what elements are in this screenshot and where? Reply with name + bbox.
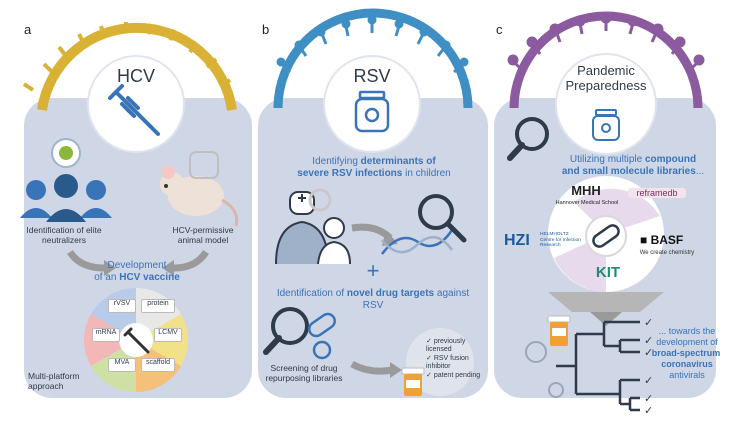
medicine-bottle-icon-b	[354, 90, 390, 133]
mouse-icon	[160, 151, 239, 227]
svg-text:✓: ✓	[644, 375, 653, 387]
targets-bold: novel drug targets	[346, 288, 435, 299]
check-marks: ✓✓✓ ✓✓✓	[644, 317, 653, 417]
mhh-logo: MHH	[571, 183, 601, 198]
phylogenetic-tree-icon	[556, 320, 640, 412]
reframe-logo: reframedb	[628, 188, 686, 199]
panel-a-background	[24, 98, 252, 398]
towards-line4: coronavirus	[661, 359, 713, 369]
identifying-line2: severe RSV infections in children	[274, 168, 474, 180]
panel-b-title-circle	[323, 55, 421, 153]
checklist-item-2: ✓ RSV fusion inhibitor	[426, 354, 469, 371]
coronavirus-icons	[525, 341, 564, 398]
dna-magnifier-icon	[381, 194, 467, 255]
screening-label: Screening of drug repurposing libraries	[265, 363, 343, 383]
magnifier-icon-c	[507, 117, 549, 161]
targets-suffix: against	[434, 288, 470, 299]
hcv-envelope-icon	[37, 22, 237, 111]
utilizing-prefix: Utilizing multiple	[569, 154, 645, 165]
hcv-spikes-icon	[22, 22, 232, 92]
towards-line5: antivirals	[669, 370, 705, 380]
platform-lcmv: LCMV	[154, 328, 182, 342]
rsv-envelope-icon	[273, 8, 473, 109]
utilizing-line1: Utilizing multiple compound	[550, 154, 716, 166]
panel-c-title-circle	[555, 53, 657, 155]
svg-text:✓: ✓	[644, 405, 653, 417]
towards-line2: development of	[656, 337, 718, 347]
utilizing-bold1: compound	[644, 154, 697, 165]
kit-logo: KIT	[595, 264, 621, 281]
development-prefix: of an	[94, 272, 120, 283]
rsv-spikes-icon	[276, 15, 469, 74]
identifying-line1: Identifying determinants of	[274, 156, 474, 168]
doctor-child-icon	[275, 191, 351, 265]
plus-sign: +	[366, 258, 380, 283]
development-line1: Development	[107, 260, 167, 271]
basf-logo: ■ BASF	[640, 233, 684, 247]
panel-b-title: RSV	[353, 66, 391, 86]
svg-text:✓: ✓	[644, 317, 653, 329]
platform-mrna: mRNA	[92, 328, 120, 342]
platform-protein: protein	[141, 299, 175, 313]
panel-b-background	[258, 98, 488, 398]
svg-text:✓: ✓	[644, 393, 653, 405]
checklist-item-1: ✓ previously licensed	[426, 338, 466, 354]
panel-a-title: HCV	[116, 66, 155, 86]
people-group-icon	[20, 138, 112, 222]
svg-text:✓: ✓	[644, 335, 653, 347]
identifying-bold1: determinants of	[360, 156, 436, 167]
multiplatform-label: Multi-platform approach	[28, 371, 80, 391]
arrow-right-icon	[173, 249, 209, 272]
identifying-bold2: severe RSV infections	[297, 168, 403, 179]
pill-bottle-icon-c	[547, 315, 571, 346]
svg-text:✓: ✓	[644, 347, 653, 359]
funnel-icon	[548, 292, 664, 312]
hzi-subtitle: HELMHOLTZ Centre for Infection Research	[540, 232, 581, 249]
result-circle	[406, 328, 474, 396]
arrow-left-icon	[67, 249, 105, 272]
panel-b-letter: b	[262, 22, 270, 37]
virus-small-icon	[308, 188, 332, 212]
checklist-item-3: ✓ patent pending	[426, 371, 481, 379]
hzi-logo: HZI	[504, 232, 530, 249]
panel-a-letter: a	[24, 22, 32, 37]
utilizing-suffix: ...	[695, 166, 705, 177]
basf-subtitle: We create chemistry	[639, 250, 695, 256]
checklist-text-3: patent pending	[433, 371, 481, 379]
utilizing-bold2: and small molecule libraries	[561, 166, 696, 177]
screening-icon	[263, 307, 336, 360]
syringe-icon	[108, 84, 160, 136]
mhh-subtitle: Hannover Medical School	[555, 200, 619, 206]
towards-line1: ... towards the	[658, 326, 716, 336]
panel-c-title-line2: Preparedness	[565, 78, 647, 93]
platform-mva: MVA	[108, 358, 136, 372]
medicine-bottle-icon-c	[592, 109, 620, 141]
panel-c-title-line1: Pandemic	[577, 63, 635, 78]
checklist: ✓ previously licensed ✓ RSV fusion inhib…	[426, 338, 486, 380]
development-line2: of an HCV vaccine	[72, 272, 202, 284]
mouse-label: HCV-permissive animal model	[172, 225, 234, 245]
towards-line3: broad-spectrum	[651, 348, 721, 358]
identifying-suffix: in children	[402, 168, 451, 179]
utilizing-line2: and small molecule libraries...	[550, 166, 716, 178]
neutralizers-label: Identification of elite neutralizers	[26, 225, 102, 245]
platform-rvsv: rVSV	[108, 299, 136, 313]
pill-center-circle	[585, 215, 627, 257]
development-bold: HCV vaccine	[119, 272, 180, 283]
panel-c-letter: c	[496, 22, 503, 37]
checklist-text-1: previously licensed	[426, 338, 466, 354]
platform-scaffold: scaffold	[141, 358, 175, 372]
basf-text: BASF	[650, 233, 684, 247]
corona-spikes-icon	[507, 12, 705, 74]
arrow-b2-icon	[350, 360, 393, 375]
targets-prefix: Identification of	[276, 288, 347, 299]
checklist-text-2: RSV fusion inhibitor	[426, 354, 469, 371]
capsule-icon	[592, 224, 620, 248]
targets-line1: Identification of novel drug targets aga…	[266, 288, 480, 300]
targets-line2: RSV	[362, 300, 384, 311]
identifying-prefix: Identifying	[312, 156, 361, 167]
pill-bottle-icon-b	[401, 367, 425, 396]
